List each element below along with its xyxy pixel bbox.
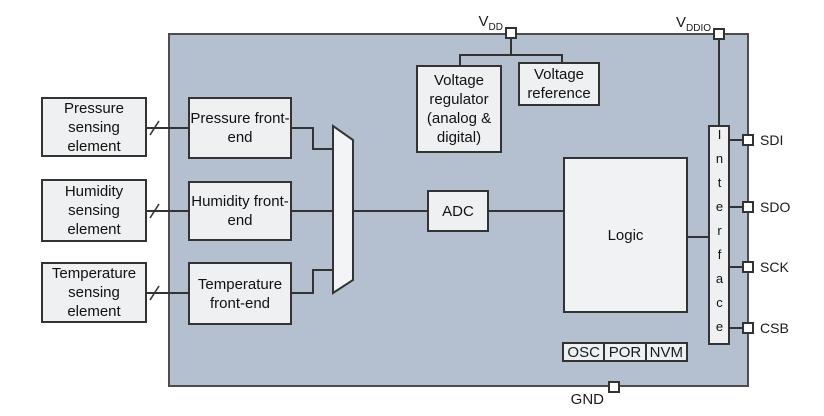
- pressure-front-end-box: Pressure front-end: [188, 97, 292, 159]
- interface-label: Interface: [712, 127, 727, 343]
- humidity-sensing-element-box: Humidity sensing element: [41, 179, 147, 242]
- csb-label: CSB: [760, 320, 789, 336]
- sdi-pin: [742, 134, 754, 146]
- pressure-sensing-element-box: Pressure sensing element: [41, 97, 147, 157]
- voltage-regulator-label: Voltage regulator (analog & digital): [426, 72, 492, 146]
- voltage-reference-box: Voltage reference: [518, 62, 600, 106]
- vddio-pin: [713, 28, 725, 40]
- osc-por-nvm-row: OSC POR NVM: [562, 342, 688, 362]
- voltage-regulator-box: Voltage regulator (analog & digital): [416, 65, 502, 153]
- gnd-pin: [608, 381, 620, 393]
- humidity-front-end-box: Humidity front-end: [188, 181, 292, 241]
- sck-label: SCK: [760, 259, 789, 275]
- logic-label: Logic: [607, 226, 644, 244]
- interface-box: Interface: [708, 125, 730, 345]
- csb-pin: [742, 322, 754, 334]
- temperature-front-end-box: Temperature front-end: [188, 262, 292, 325]
- pressure-front-end-label: Pressure front-end: [190, 110, 290, 146]
- sck-pin: [742, 261, 754, 273]
- vddio-label: VDDIO: [675, 14, 711, 34]
- temperature-sensing-element-label: Temperature sensing element: [51, 265, 137, 320]
- sdo-label: SDO: [760, 199, 791, 215]
- por-box: POR: [603, 344, 644, 361]
- humidity-sensing-element-label: Humidity sensing element: [64, 183, 124, 238]
- adc-box: ADC: [427, 190, 489, 232]
- temperature-front-end-label: Temperature front-end: [197, 275, 283, 312]
- voltage-reference-label: Voltage reference: [527, 66, 591, 102]
- nvm-box: NVM: [644, 344, 686, 361]
- pressure-sensing-element-label: Pressure sensing element: [63, 99, 125, 155]
- mux-shape: [332, 124, 354, 295]
- vdd-label: VDD: [478, 13, 503, 33]
- gnd-label: GND: [570, 391, 604, 408]
- vdd-pin: [505, 27, 517, 39]
- bus-slash-marks: [149, 120, 160, 301]
- logic-box: Logic: [563, 157, 688, 313]
- sdi-label: SDI: [760, 132, 784, 148]
- humidity-front-end-label: Humidity front-end: [191, 193, 289, 229]
- osc-box: OSC: [567, 343, 600, 361]
- temperature-sensing-element-box: Temperature sensing element: [41, 262, 147, 323]
- adc-label: ADC: [442, 202, 474, 220]
- sdo-pin: [742, 201, 754, 213]
